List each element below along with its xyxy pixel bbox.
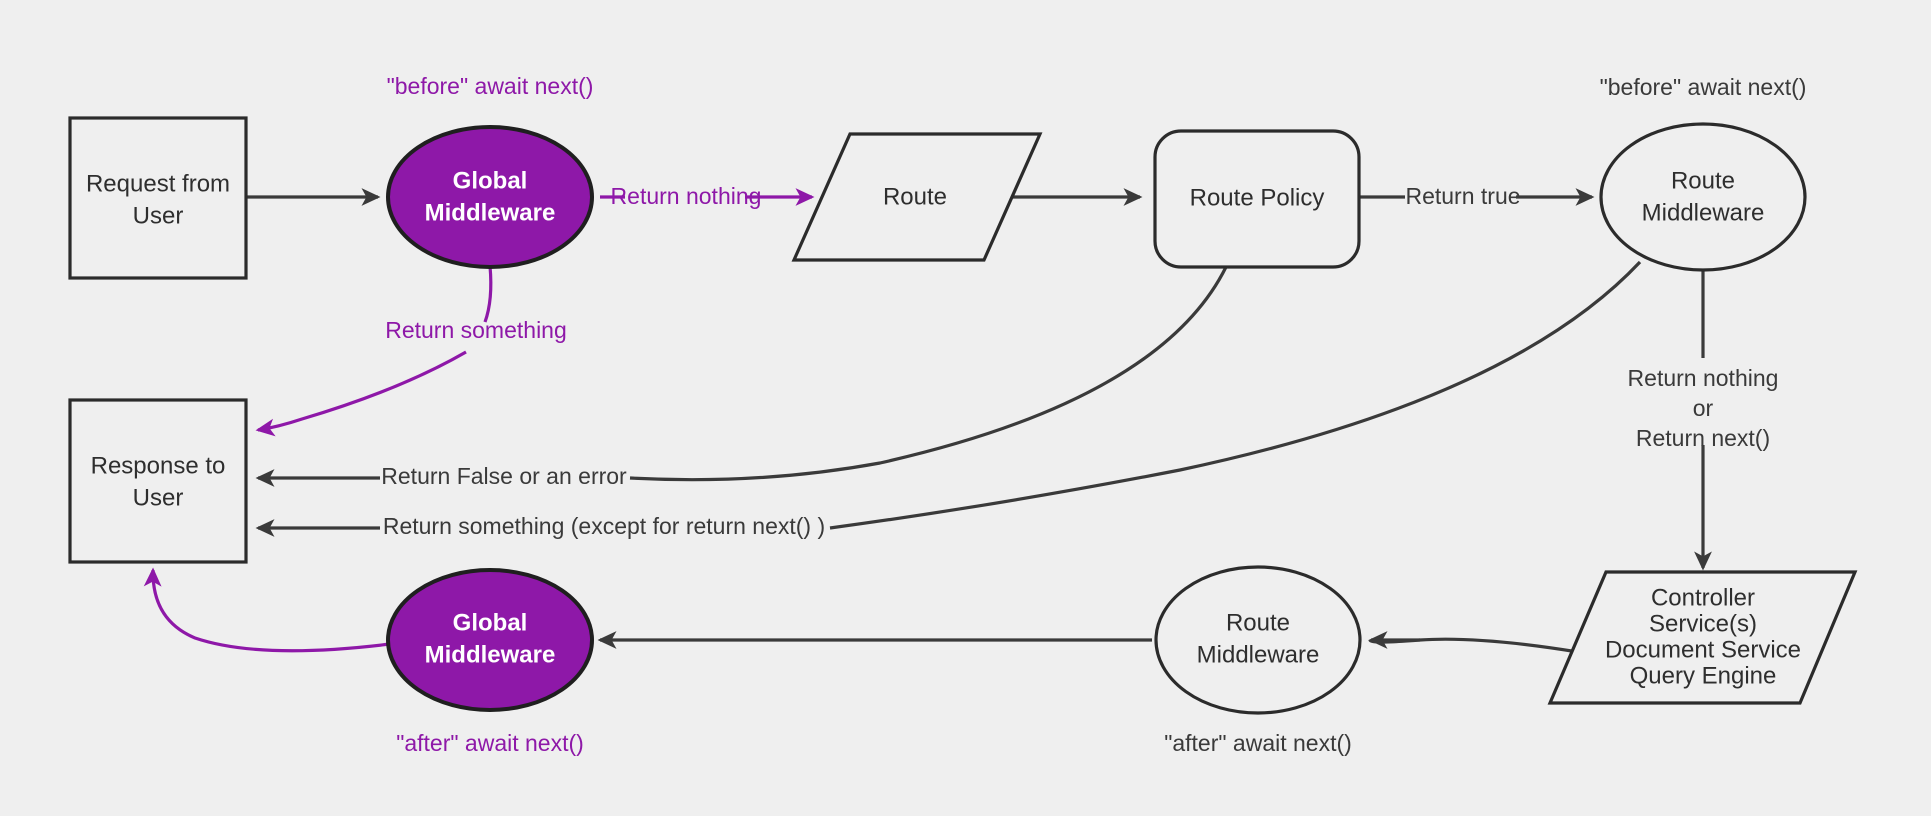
node-route-middleware-before-line1: Route [1671,167,1735,194]
node-route-middleware-before[interactable] [1599,122,1807,272]
node-request-from-user-line2: User [133,202,184,229]
node-route-middleware-after-line1: Route [1226,609,1290,636]
node-global-middleware-after[interactable] [386,568,594,712]
node-response-to-user[interactable] [68,398,248,564]
edge-global-mw-after-to-response [143,567,391,653]
edge-global-return-something-lower [255,350,467,437]
node-route-middleware-after[interactable] [1154,565,1362,715]
edge-global-return-something-upper [483,265,493,323]
node-route-policy[interactable] [1153,129,1361,269]
edge-label-return-false-or-error: Return False or an error [381,463,627,489]
edge-return-false-right [629,266,1228,482]
annotation-before-await-next-route: "before" await next() [1600,74,1807,100]
annotation-before-await-next-global: "before" await next() [387,73,594,99]
node-controller-line4: Query Engine [1630,662,1777,689]
node-request-from-user-line1: Request from [86,170,230,197]
node-controller-services[interactable] [1547,570,1858,705]
node-global-middleware-before[interactable] [386,125,594,269]
annotation-after-await-next-global: "after" await next() [396,730,584,756]
edge-label-return-something-except-next: Return something (except for return next… [383,513,825,539]
node-global-middleware-after-line1: Global [453,609,528,636]
node-global-middleware-after-line2: Middleware [425,641,556,668]
node-request-from-user[interactable] [68,116,248,280]
node-route-middleware-after-line2: Middleware [1197,641,1320,668]
node-route-middleware-before-line2: Middleware [1642,199,1765,226]
edge-label-return-nothing-or-next-line2: or [1693,395,1714,421]
edge-label-return-nothing: Return nothing [611,183,762,209]
edge-label-return-something-purple: Return something [385,317,567,343]
node-global-middleware-before-line2: Middleware [425,199,556,226]
node-response-to-user-line2: User [133,484,184,511]
node-controller-line1: Controller [1651,584,1755,611]
node-controller-line2: Service(s) [1649,610,1757,637]
edge-label-return-nothing-or-next-line1: Return nothing [1628,365,1779,391]
node-route-policy-label: Route Policy [1190,184,1325,211]
node-controller-line3: Document Service [1605,636,1801,663]
node-route[interactable] [791,132,1043,262]
node-global-middleware-before-line1: Global [453,167,528,194]
node-route-label: Route [883,183,947,210]
edge-label-return-true: Return true [1405,183,1520,209]
edge-label-return-nothing-or-next-line3: Return next() [1636,425,1770,451]
annotation-after-await-next-route: "after" await next() [1164,730,1352,756]
edge-return-something-right [829,260,1642,530]
node-response-to-user-line1: Response to [91,452,226,479]
